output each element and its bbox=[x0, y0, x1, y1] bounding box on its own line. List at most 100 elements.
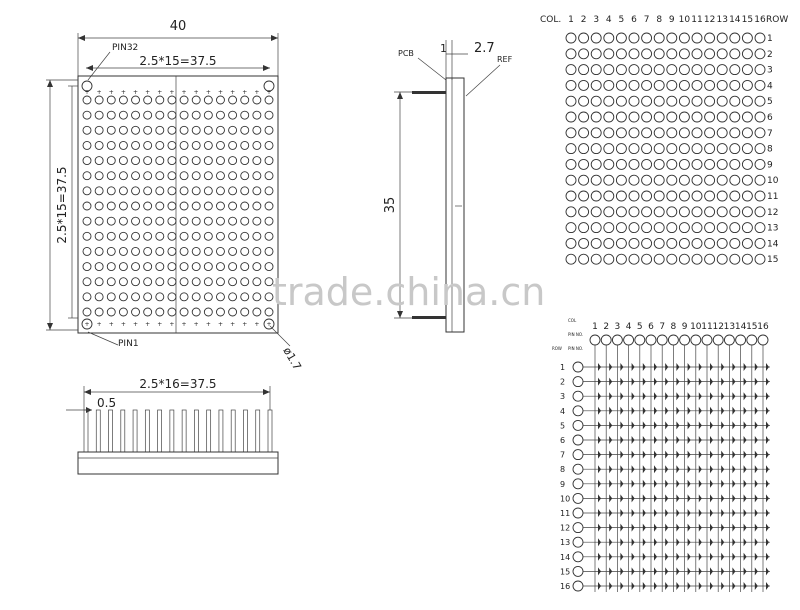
led-diode bbox=[721, 479, 725, 488]
module-side-body bbox=[445, 77, 465, 333]
overall-width-label: 40 bbox=[170, 19, 187, 34]
led-diode bbox=[698, 552, 702, 561]
circuit-row-number: 12 bbox=[560, 524, 570, 533]
front-led-dot bbox=[106, 140, 116, 150]
circuit-column-pin bbox=[746, 334, 758, 346]
front-led-dot bbox=[228, 171, 238, 181]
front-led-dot bbox=[228, 216, 238, 226]
front-led-dot bbox=[167, 262, 177, 272]
grid-column-number: 16 bbox=[754, 15, 766, 25]
led-diode bbox=[598, 523, 601, 532]
led-diode bbox=[598, 436, 601, 444]
led-diode bbox=[687, 406, 691, 415]
circuit-column-pin bbox=[623, 334, 635, 346]
grid-dot bbox=[641, 174, 653, 186]
front-led-dot bbox=[131, 231, 140, 241]
grid-dot bbox=[653, 174, 665, 186]
circuit-column-number: 2 bbox=[603, 322, 609, 332]
front-led-dot bbox=[131, 201, 140, 211]
led-diode bbox=[710, 421, 713, 430]
circuit-row-number: 5 bbox=[560, 421, 565, 430]
grid-dot bbox=[678, 158, 690, 170]
front-led-dot bbox=[252, 307, 262, 317]
grid-dot bbox=[741, 95, 753, 107]
circuit-row-number: 11 bbox=[560, 509, 570, 518]
led-diode bbox=[766, 523, 769, 532]
front-led-dot bbox=[155, 262, 165, 272]
front-led-dot bbox=[252, 156, 262, 166]
front-led-dot bbox=[167, 186, 177, 196]
front-led-dot bbox=[203, 140, 213, 150]
front-led-dot bbox=[252, 246, 262, 256]
led-diode bbox=[665, 538, 669, 547]
led-diode bbox=[620, 465, 624, 474]
grid-row-number: 10 bbox=[767, 176, 779, 186]
grid-dot bbox=[716, 237, 728, 249]
circuit-column-number: 10 bbox=[690, 322, 702, 332]
led-diode bbox=[754, 479, 758, 488]
front-led-dot bbox=[203, 171, 213, 181]
front-led-dot bbox=[240, 156, 250, 166]
grid-dot bbox=[691, 143, 703, 155]
grid-dot bbox=[666, 111, 678, 123]
front-led-dot bbox=[155, 201, 165, 211]
grid-dot bbox=[641, 158, 653, 170]
led-diode bbox=[743, 494, 747, 503]
grid-dot bbox=[590, 143, 602, 155]
grid-row-number: 8 bbox=[767, 145, 773, 155]
led-diode bbox=[687, 494, 691, 503]
front-led-dot bbox=[106, 307, 116, 317]
led-diode bbox=[676, 377, 680, 386]
front-led-dot bbox=[143, 246, 153, 256]
led-diode bbox=[687, 479, 691, 488]
front-led-dot bbox=[155, 246, 165, 256]
grid-column-number: 11 bbox=[691, 15, 702, 25]
led-diode bbox=[620, 377, 624, 386]
front-led-dot bbox=[118, 246, 128, 256]
front-led-dot bbox=[216, 292, 225, 302]
led-diode bbox=[710, 436, 713, 444]
front-led-dot bbox=[179, 292, 189, 302]
grid-dot bbox=[628, 206, 640, 218]
led-diode bbox=[766, 494, 769, 503]
front-led-dot bbox=[82, 201, 92, 211]
front-led-dot bbox=[191, 201, 201, 211]
circuit-small-label-row: ROW bbox=[552, 346, 562, 351]
led-diode bbox=[698, 406, 702, 415]
grid-dot bbox=[653, 143, 665, 155]
led-diode bbox=[654, 538, 657, 547]
front-led-dot bbox=[252, 125, 262, 135]
front-led-dot bbox=[106, 292, 116, 302]
grid-dot bbox=[653, 111, 665, 123]
grid-dot bbox=[628, 158, 640, 170]
pin-mark-top: + bbox=[157, 89, 162, 96]
grid-dot bbox=[653, 237, 665, 249]
grid-dot bbox=[691, 64, 703, 76]
pin-mark-bottom: + bbox=[133, 321, 138, 328]
grid-dot bbox=[615, 253, 627, 265]
grid-dot bbox=[691, 206, 703, 218]
grid-dot bbox=[704, 64, 716, 76]
circuit-row-number: 3 bbox=[560, 392, 565, 401]
led-diode bbox=[654, 377, 657, 386]
led-diode bbox=[598, 406, 601, 415]
led-diode bbox=[609, 392, 613, 401]
grid-dot bbox=[741, 143, 753, 155]
led-diode bbox=[609, 421, 613, 430]
led-diode bbox=[743, 363, 747, 371]
led-diode bbox=[732, 465, 736, 474]
front-led-dot bbox=[179, 95, 189, 105]
pin-mark-top: + bbox=[194, 89, 199, 96]
led-diode bbox=[732, 450, 736, 459]
ref-label: REF bbox=[497, 55, 513, 64]
led-diode bbox=[721, 494, 725, 503]
front-led-dot bbox=[264, 262, 274, 272]
front-led-dot bbox=[143, 140, 153, 150]
grid-dot bbox=[741, 190, 753, 202]
grid-dot bbox=[603, 64, 615, 76]
led-diode bbox=[743, 523, 747, 532]
front-led-dot bbox=[191, 171, 201, 181]
grid-dot bbox=[691, 48, 703, 60]
led-diode bbox=[676, 465, 680, 474]
front-led-dot bbox=[203, 125, 213, 135]
